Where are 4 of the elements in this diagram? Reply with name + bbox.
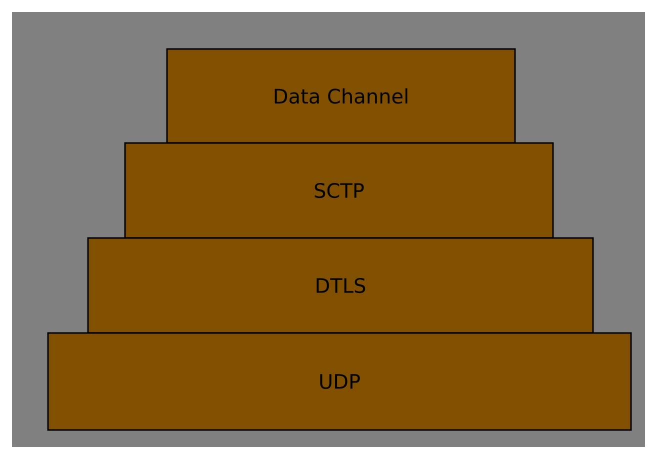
layer-box: UDP — [47, 332, 632, 431]
layer-box: SCTP — [124, 142, 554, 239]
layer-box: DTLS — [87, 237, 594, 334]
layer-box: Data Channel — [166, 48, 516, 144]
